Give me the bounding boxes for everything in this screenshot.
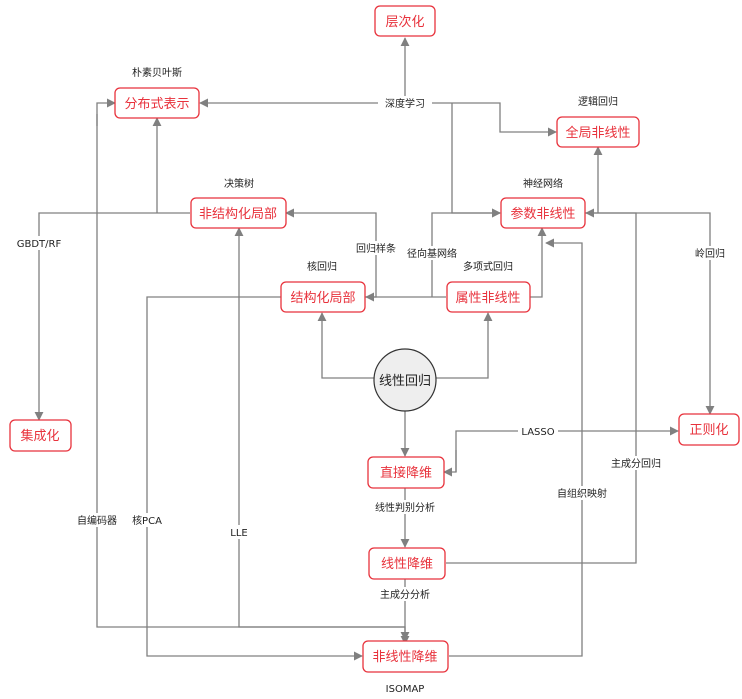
svg-text:线性回归: 线性回归 xyxy=(379,374,431,389)
svg-text:非结构化局部: 非结构化局部 xyxy=(199,207,277,222)
node-distributed-representation[interactable]: 分布式表示 xyxy=(114,87,200,119)
label-lasso: LASSO xyxy=(521,427,554,438)
svg-text:非线性降维: 非线性降维 xyxy=(372,650,437,665)
svg-text:参数非线性: 参数非线性 xyxy=(510,206,575,222)
svg-text:分布式表示: 分布式表示 xyxy=(124,97,189,112)
svg-text:层次化: 层次化 xyxy=(385,14,424,30)
edge-deep-to-global xyxy=(432,102,557,137)
label-lda: 线性判别分析 xyxy=(375,501,435,514)
label-gbdt-rf: GBDT/RF xyxy=(17,239,62,250)
label-naive-bayes: 朴素贝叶斯 xyxy=(132,66,182,79)
edge-linear-to-struct xyxy=(317,312,374,379)
edge-rbf xyxy=(431,208,501,297)
label-pcr: 主成分回归 xyxy=(611,457,661,470)
edge-polynomial xyxy=(530,227,547,298)
label-kernel-regression: 核回归 xyxy=(307,260,337,273)
svg-text:属性非线性: 属性非线性 xyxy=(455,291,520,306)
edge-pcr xyxy=(446,208,637,564)
svg-text:线性降维: 线性降维 xyxy=(381,557,433,572)
node-structured-local[interactable]: 结构化局部 xyxy=(280,281,366,313)
node-nonstructured-local[interactable]: 非结构化局部 xyxy=(190,197,287,229)
edges xyxy=(34,37,715,661)
edge-gbdt xyxy=(34,212,190,421)
node-parametric-nonlinear[interactable]: 参数非线性 xyxy=(500,197,586,229)
svg-text:全局非线性: 全局非线性 xyxy=(565,125,630,141)
svg-text:直接降维: 直接降维 xyxy=(380,465,432,481)
node-ensemble[interactable]: 集成化 xyxy=(9,419,72,452)
label-regression-spline: 回归样条 xyxy=(356,242,396,255)
label-pca: 主成分分析 xyxy=(380,588,430,601)
label-ridge-regression: 岭回归 xyxy=(695,247,725,260)
label-polynomial-regression: 多项式回归 xyxy=(463,260,513,273)
node-linear-regression[interactable]: 线性回归 xyxy=(373,348,437,412)
label-decision-tree: 决策树 xyxy=(224,177,254,190)
label-isomap: ISOMAP xyxy=(386,684,425,695)
edge-kernel-pca xyxy=(146,296,363,661)
label-lle: LLE xyxy=(230,528,247,539)
node-hierarchical[interactable]: 层次化 xyxy=(374,5,436,37)
node-direct-reduction[interactable]: 直接降维 xyxy=(367,456,445,489)
node-global-nonlinear[interactable]: 全局非线性 xyxy=(556,116,640,148)
edge-autoencoder-tip xyxy=(96,98,116,126)
edge-lasso-back xyxy=(443,450,457,477)
edge-ridge xyxy=(584,212,715,415)
node-linear-reduction[interactable]: 线性降维 xyxy=(368,547,446,580)
label-kernel-pca: 核PCA xyxy=(132,514,162,527)
edge-labels: 朴素贝叶斯 深度学习 逻辑回归 决策树 神经网络 GBDT/RF 回归样条 径向… xyxy=(16,66,730,695)
edge-lle xyxy=(234,227,405,628)
node-nonlinear-reduction[interactable]: 非线性降维 xyxy=(362,640,449,673)
svg-text:结构化局部: 结构化局部 xyxy=(290,291,355,306)
svg-text:集成化: 集成化 xyxy=(20,428,59,444)
edge-linear-to-attr xyxy=(436,312,493,379)
label-som: 自组织映射 xyxy=(557,487,607,500)
label-deep-learning: 深度学习 xyxy=(385,97,425,110)
label-rbf-network: 径向基网络 xyxy=(407,247,457,260)
label-autoencoder: 自编码器 xyxy=(77,514,117,527)
node-regularization[interactable]: 正则化 xyxy=(678,413,740,446)
label-neural-network: 神经网络 xyxy=(523,177,563,190)
edge-som xyxy=(449,238,583,657)
edge-autoencoder xyxy=(96,114,410,645)
node-attribute-nonlinear[interactable]: 属性非线性 xyxy=(446,281,531,313)
edge-deep-to-param xyxy=(451,103,501,218)
svg-text:正则化: 正则化 xyxy=(689,423,728,438)
label-logistic-regression: 逻辑回归 xyxy=(578,95,618,108)
